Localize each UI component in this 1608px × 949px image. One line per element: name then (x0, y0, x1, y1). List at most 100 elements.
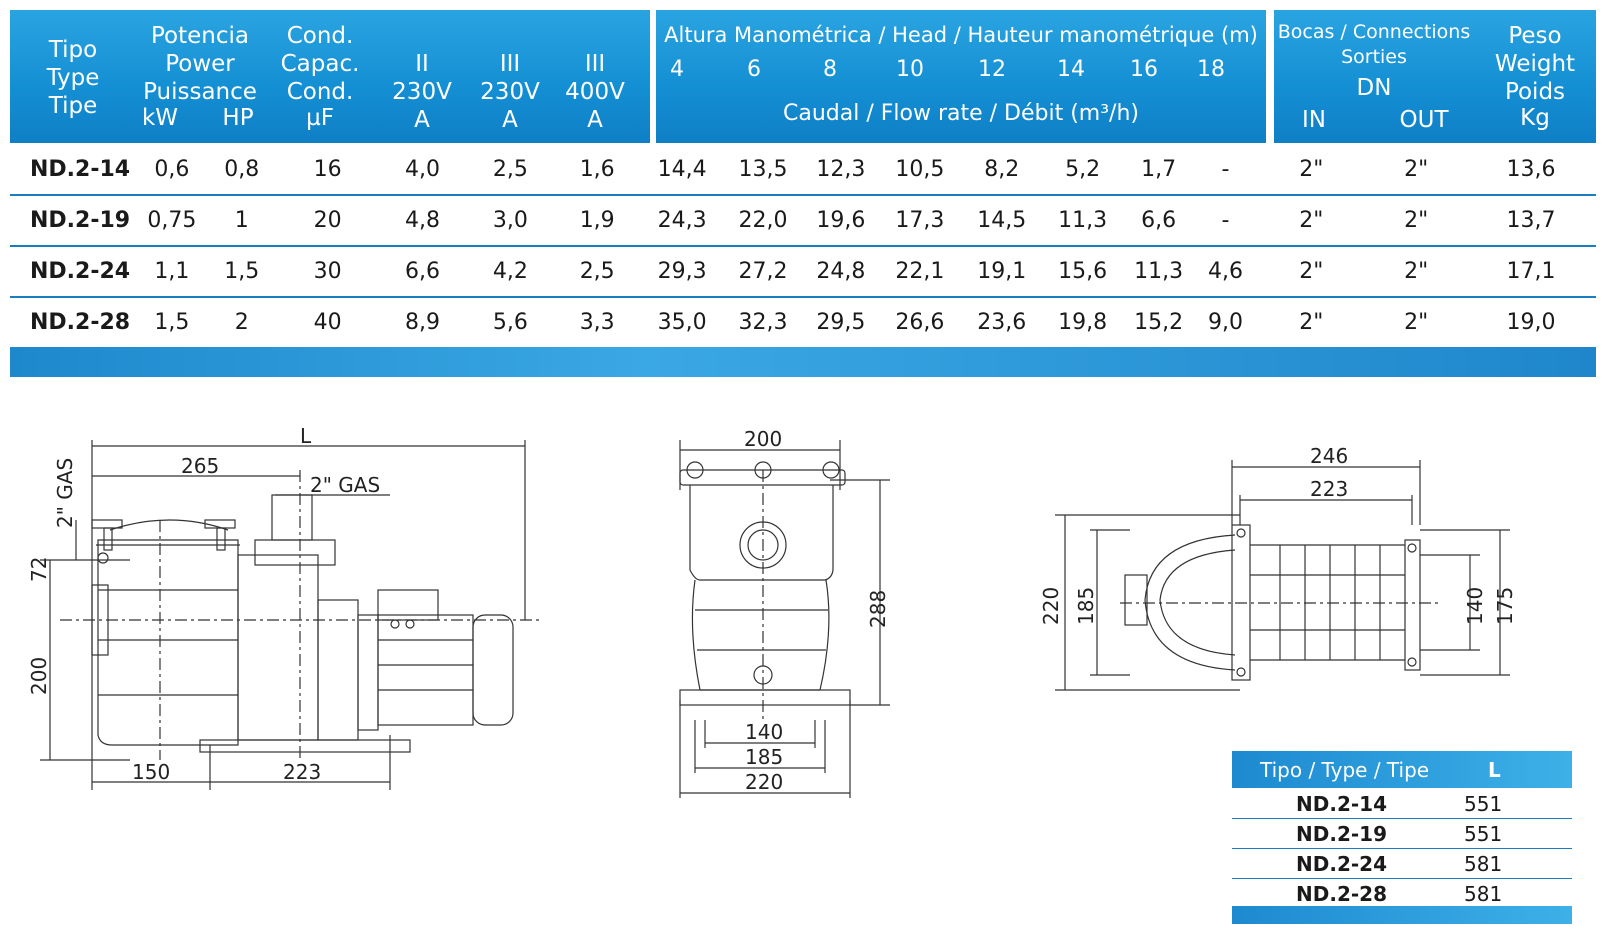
length-table-type: ND.2-28 (1296, 882, 1387, 906)
dimension-drawings: L 265 2" GAS 2" GAS 72 200 150 223 200 2… (27, 424, 1517, 798)
header-hp: HP (222, 105, 254, 131)
value-cell: 1,7 (1122, 145, 1195, 196)
value-cell: 2" (1366, 246, 1467, 298)
value-cell: 1,5 (205, 246, 278, 298)
value-cell: 19,0 (1466, 297, 1596, 349)
dim-side-200: 200 (27, 657, 51, 695)
header-flow: Caudal / Flow rate / Débit (m³/h) (783, 101, 1139, 126)
value-cell: 1,6 (553, 145, 642, 196)
value-cell: 2" (1256, 195, 1367, 247)
length-table-row: ND.2-19 551 (1232, 818, 1572, 849)
value-cell: 29,5 (802, 297, 879, 349)
value-cell: 8,2 (960, 145, 1043, 196)
value-cell: 6,6 (1122, 195, 1195, 247)
header-head-title: Altura Manométrica / Head / Hauteur mano… (664, 23, 1258, 47)
table-footer-bar (10, 347, 1596, 377)
value-cell: 2" (1256, 297, 1367, 349)
table-header-connections: Bocas / Connections Sorties DN IN OUT Pe… (1274, 10, 1596, 143)
length-table-type: ND.2-19 (1296, 822, 1387, 846)
dim-side-L: L (300, 424, 312, 448)
dim-top-185: 185 (1074, 587, 1098, 625)
header-head-value: 18 (1197, 57, 1225, 82)
value-cell: 0,6 (137, 145, 206, 196)
value-cell: 9,0 (1194, 297, 1257, 349)
value-cell: 3,3 (553, 297, 642, 349)
length-table-footer-bar (1232, 906, 1572, 924)
value-cell: 12,3 (802, 145, 879, 196)
value-cell: 19,6 (802, 195, 879, 247)
value-cell: 14,4 (641, 145, 724, 196)
header-dn: DN (1356, 75, 1392, 101)
header-kg: Kg (1520, 105, 1550, 131)
value-cell: 5,2 (1042, 145, 1123, 196)
model-cell: ND.2-19 (10, 195, 138, 247)
value-cell: 2" (1366, 145, 1467, 196)
value-cell: 20 (277, 195, 378, 247)
dim-front-220: 220 (745, 770, 783, 794)
value-cell: 22,1 (878, 246, 961, 298)
header-kw: kW (141, 105, 179, 131)
value-cell: - (1194, 145, 1257, 196)
header-amp-230v-tri: III 230V A (480, 51, 540, 133)
value-cell: 4,0 (377, 145, 468, 196)
dim-top-140: 140 (1463, 587, 1487, 625)
top-view-drawing (1055, 460, 1510, 691)
dim-front-200: 200 (744, 427, 782, 451)
value-cell: - (1194, 195, 1257, 247)
length-table-l: 551 (1464, 822, 1503, 846)
dim-side-265: 265 (181, 454, 219, 478)
length-table-col-l: L (1488, 758, 1501, 782)
value-cell: 1,9 (553, 195, 642, 247)
length-table-l: 551 (1464, 792, 1503, 816)
side-view-drawing (40, 440, 540, 790)
value-cell: 2" (1256, 246, 1367, 298)
value-cell: 24,8 (802, 246, 879, 298)
value-cell: 1,1 (137, 246, 206, 298)
front-view-drawing (679, 440, 890, 798)
header-head-value: 12 (978, 57, 1006, 82)
value-cell: 24,3 (641, 195, 724, 247)
value-cell: 27,2 (723, 246, 803, 298)
header-amp-230v-mono: II 230V A (392, 51, 452, 133)
value-cell: 13,6 (1466, 145, 1596, 196)
dim-front-140: 140 (745, 720, 783, 744)
value-cell: 17,1 (1466, 246, 1596, 298)
value-cell: 5,6 (467, 297, 554, 349)
table-header-electrical: Tipo Type Tipe Potencia Power Puissance … (10, 10, 650, 143)
value-cell: 4,6 (1194, 246, 1257, 298)
value-cell: 40 (277, 297, 378, 349)
value-cell: 32,3 (723, 297, 803, 349)
header-cond: Cond. Capac. Cond. (280, 23, 360, 105)
header-head-value: 8 (823, 57, 837, 82)
dim-side-150: 150 (132, 760, 170, 784)
value-cell: 4,2 (467, 246, 554, 298)
value-cell: 8,9 (377, 297, 468, 349)
dim-top-220: 220 (1039, 587, 1063, 625)
header-out: OUT (1399, 107, 1449, 133)
length-table-l: 581 (1464, 852, 1503, 876)
value-cell: 11,3 (1042, 195, 1123, 247)
header-head-value: 10 (896, 57, 924, 82)
header-head-value: 16 (1130, 57, 1158, 82)
header-peso: Peso Weight Poids (1494, 23, 1576, 105)
value-cell: 13,5 (723, 145, 803, 196)
dim-top-246: 246 (1310, 444, 1348, 468)
value-cell: 10,5 (878, 145, 961, 196)
value-cell: 15,6 (1042, 246, 1123, 298)
value-cell: 13,7 (1466, 195, 1596, 247)
value-cell: 0,75 (137, 195, 206, 247)
dim-side-gas-vertical: 2" GAS (53, 458, 77, 528)
length-table-header: Tipo / Type / Tipe L (1232, 751, 1572, 788)
value-cell: 2" (1256, 145, 1367, 196)
model-cell: ND.2-28 (10, 297, 138, 349)
value-cell: 11,3 (1122, 246, 1195, 298)
header-in: IN (1302, 107, 1326, 133)
value-cell: 1,5 (137, 297, 206, 349)
value-cell: 2,5 (553, 246, 642, 298)
